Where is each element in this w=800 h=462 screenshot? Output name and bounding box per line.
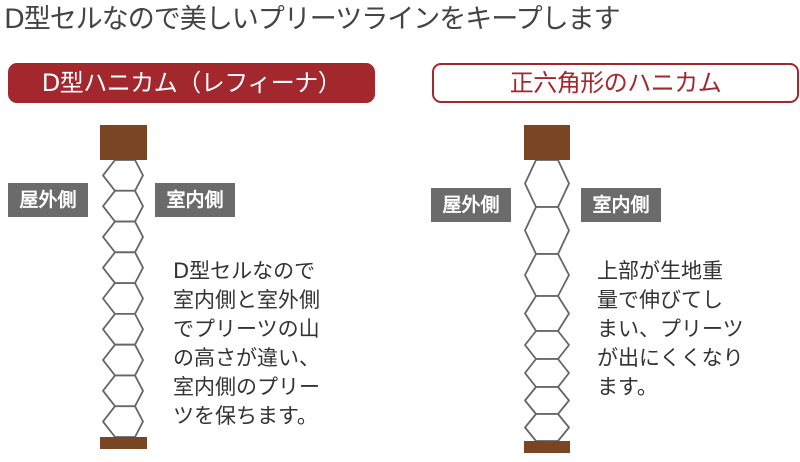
left-outside-label: 屋外側 <box>8 183 88 217</box>
left-inside-label: 室内側 <box>155 183 235 217</box>
headline: D型セルなので美しいプリーツラインをキープします <box>4 4 621 35</box>
d-type-cell-stack <box>102 159 144 438</box>
left-bottom-rail <box>100 437 147 449</box>
hexagon-honeycomb-title: 正六角形のハニカム <box>432 63 799 103</box>
hexagon-cell <box>524 159 570 208</box>
d-shaped-cell <box>102 251 144 285</box>
hexagon-cell <box>524 413 570 442</box>
right-outside-label: 屋外側 <box>431 188 511 222</box>
d-shaped-cell <box>102 282 144 315</box>
d-shaped-cell <box>102 189 144 223</box>
left-description-line: D型セルなので <box>173 259 316 283</box>
left-description-line: 室内側と室外側 <box>173 288 320 312</box>
hexagon-cell <box>524 386 570 415</box>
left-description-line: の高さが違い、 <box>173 346 320 370</box>
hexagon-cell <box>524 295 570 332</box>
right-description-line: 上部が生地重 <box>597 259 723 283</box>
left-head-rail <box>100 125 147 160</box>
d-shaped-cell <box>102 220 144 254</box>
left-description-line: 室内側のプリー <box>173 375 320 399</box>
d-shaped-cell <box>102 312 144 346</box>
d-shaped-cell <box>102 374 144 408</box>
hexagon-cell <box>524 253 570 297</box>
right-description-line: ます。 <box>597 375 658 399</box>
right-bottom-rail <box>524 441 570 453</box>
left-description-line: でプリーツの山 <box>173 317 320 341</box>
right-description-line: 量で伸びてし <box>597 288 723 312</box>
hexagon-cell <box>524 358 570 388</box>
left-description: D型セルなので 室内側と室外側 でプリーツの山 の高さが違い、 室内側のプリー … <box>173 257 320 431</box>
d-shaped-cell <box>102 159 144 192</box>
d-shaped-cell <box>102 343 144 377</box>
right-inside-label: 室内側 <box>581 188 661 222</box>
hexagon-cell-stack <box>524 159 570 442</box>
hexagon-cell <box>524 206 570 255</box>
right-description: 上部が生地重 量で伸びてし まい、プリーツ が出にくくなり ます。 <box>597 257 744 402</box>
d-type-honeycomb-title: D型ハニカム（レフィーナ） <box>8 63 375 103</box>
right-description-line: まい、プリーツ <box>597 317 744 341</box>
left-description-line: ツを保ちます。 <box>173 404 318 428</box>
right-head-rail <box>524 125 570 160</box>
hexagon-cell <box>524 330 570 360</box>
d-shaped-cell <box>102 405 144 438</box>
right-description-line: が出にくくなり <box>597 346 744 370</box>
